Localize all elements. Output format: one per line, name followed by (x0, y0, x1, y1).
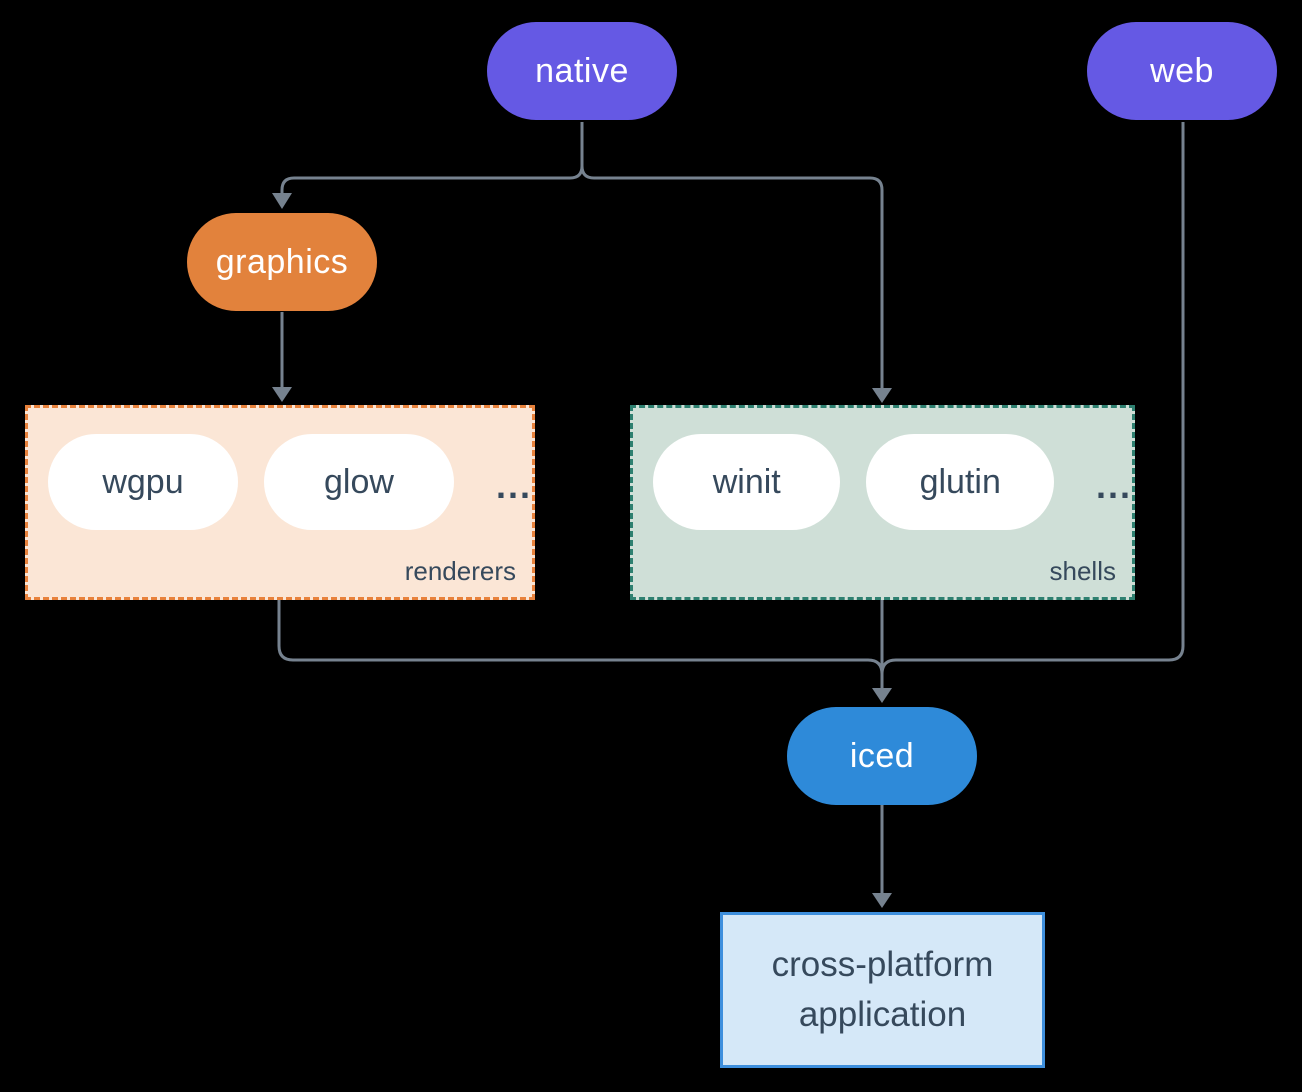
shells-ellipsis: ... (1095, 465, 1132, 506)
group-shells: winit glutin ... shells (630, 405, 1135, 600)
arrowhead-iced (872, 688, 892, 703)
node-glow: glow (263, 434, 454, 530)
node-iced-label: iced (849, 736, 915, 775)
node-wgpu-label: wgpu (102, 462, 184, 501)
node-glutin-label: glutin (919, 462, 1001, 501)
node-winit: winit (653, 434, 841, 530)
group-renderers-row: wgpu glow ... (28, 408, 532, 530)
node-web-label: web (1150, 51, 1214, 90)
node-glow-label: glow (324, 462, 394, 501)
arrowhead-graphics (272, 193, 292, 209)
group-renderers-label: renderers (404, 556, 516, 586)
app-label-line2: application (798, 995, 967, 1034)
node-wgpu: wgpu (48, 434, 238, 530)
renderers-ellipsis: ... (495, 465, 532, 506)
node-winit-label: winit (712, 462, 781, 501)
node-glutin: glutin (866, 434, 1054, 530)
arrowhead-renderers (272, 387, 292, 402)
edge-native-to-graphics (280, 122, 584, 195)
app-label-line1: cross-platform (771, 945, 994, 984)
node-native: native (487, 22, 677, 120)
edge-native-to-shells (580, 122, 884, 390)
node-iced: iced (787, 707, 977, 805)
node-native-label: native (535, 51, 629, 90)
node-cross-platform-application: cross-platform application (720, 912, 1045, 1068)
node-graphics: graphics (187, 213, 377, 311)
arrowhead-app (872, 893, 892, 908)
node-web: web (1087, 22, 1277, 120)
node-graphics-label: graphics (215, 242, 349, 281)
group-shells-label: shells (1049, 556, 1116, 586)
arrowhead-shells (872, 388, 892, 403)
group-renderers: wgpu glow ... renderers (25, 405, 535, 600)
edge-renderers-to-iced (277, 600, 884, 689)
group-shells-row: winit glutin ... (633, 408, 1132, 530)
